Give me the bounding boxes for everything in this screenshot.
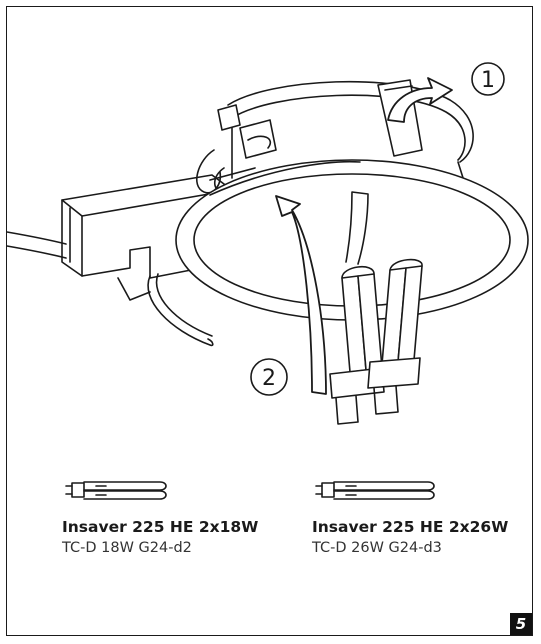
spring-clip bbox=[117, 273, 214, 347]
lamp-spec: TC-D 26W G24-d3 bbox=[312, 540, 442, 556]
page-number: 5 bbox=[510, 613, 532, 635]
step-1-marker bbox=[471, 62, 505, 96]
lamp-spec-26w: Insaver 225 HE 2x26W TC-D 26W G24-d3 bbox=[312, 518, 508, 556]
compact-lamp-back bbox=[367, 258, 423, 415]
lamp-spec: TC-D 18W G24-d2 bbox=[62, 540, 192, 556]
mains-cable bbox=[6, 231, 67, 259]
lamp-model: Insaver 225 HE 2x26W bbox=[312, 518, 509, 536]
lamp-icon-26w bbox=[315, 481, 435, 500]
page-frame bbox=[6, 6, 533, 636]
step-2-marker bbox=[250, 358, 288, 396]
lamp-icon-18w bbox=[65, 481, 167, 500]
driver-box bbox=[61, 174, 233, 279]
arrow-step-2 bbox=[275, 191, 369, 395]
arrow-step-1 bbox=[387, 77, 453, 123]
step-1-label: 1 bbox=[481, 68, 495, 93]
lamp-model: Insaver 225 HE 2x18W bbox=[62, 518, 259, 536]
step-2-label: 2 bbox=[262, 366, 276, 391]
lamp-spec-18w: Insaver 225 HE 2x18W TC-D 18W G24-d2 bbox=[62, 518, 258, 556]
